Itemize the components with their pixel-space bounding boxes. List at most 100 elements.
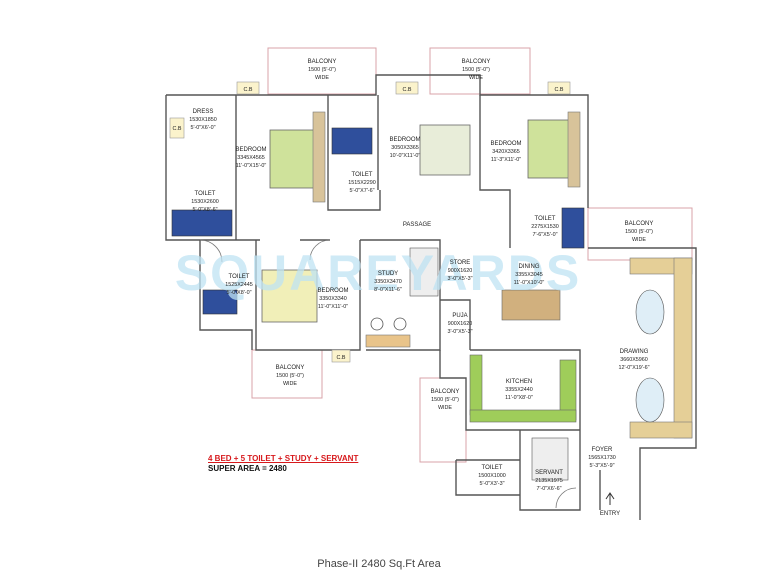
svg-text:900X1620: 900X1620: [448, 268, 473, 274]
furniture: [169, 81, 693, 509]
svg-text:3350X3470: 3350X3470: [374, 279, 402, 285]
svg-text:BALCONY: BALCONY: [276, 365, 305, 371]
svg-text:8'-0"X11'-6": 8'-0"X11'-6": [374, 287, 402, 293]
svg-text:1500 (5'-0"): 1500 (5'-0"): [431, 397, 459, 403]
svg-text:1530X2600: 1530X2600: [191, 199, 219, 205]
cb-label: C.B: [555, 87, 564, 93]
balcony-4-label: BALCONY 1500 (5'-0") WIDE: [276, 365, 305, 387]
svg-text:KITCHEN: KITCHEN: [506, 379, 532, 385]
balcony-5-label: BALCONY 1500 (5'-0") WIDE: [431, 389, 460, 411]
wall-lines: [165, 74, 697, 520]
svg-text:7'-6"X5'-0": 7'-6"X5'-0": [532, 232, 557, 238]
svg-text:WIDE: WIDE: [632, 237, 646, 243]
svg-text:PASSAGE: PASSAGE: [403, 222, 431, 228]
svg-text:12'-0"X19'-6": 12'-0"X19'-6": [618, 365, 649, 371]
toilet-5-label: TOILET 1500X1000 5'-0"X3'-3": [478, 465, 506, 487]
svg-text:3050X3365: 3050X3365: [391, 145, 419, 151]
svg-text:TOILET: TOILET: [352, 172, 373, 178]
dress-label: DRESS 1530X1850 5'-0"X6'-0": [189, 109, 217, 131]
svg-text:BALCONY: BALCONY: [462, 59, 491, 65]
svg-text:11'-0"X10'-0": 11'-0"X10'-0": [514, 280, 545, 286]
svg-text:1530X1850: 1530X1850: [189, 117, 217, 123]
svg-text:5'-0"X8'-6": 5'-0"X8'-6": [192, 207, 217, 213]
svg-text:BEDROOM: BEDROOM: [490, 141, 521, 147]
svg-text:5'-0"X7'-6": 5'-0"X7'-6": [349, 188, 374, 194]
svg-text:3660X5960: 3660X5960: [620, 357, 648, 363]
svg-text:DRAWING: DRAWING: [620, 349, 649, 355]
svg-text:11'-0"X15'-0": 11'-0"X15'-0": [236, 163, 267, 169]
cb-label: C.B: [173, 126, 182, 132]
svg-text:TOILET: TOILET: [195, 191, 216, 197]
svg-text:5'-0"X6'-0": 5'-0"X6'-0": [190, 125, 215, 131]
study-label: STUDY 3350X3470 8'-0"X11'-6": [374, 271, 402, 293]
svg-text:3345X4565: 3345X4565: [237, 155, 265, 161]
image-caption: Phase-II 2480 Sq.Ft Area: [317, 558, 441, 570]
svg-text:3355X3045: 3355X3045: [515, 272, 543, 278]
svg-text:2135X1975: 2135X1975: [535, 478, 563, 484]
svg-text:1525X2445: 1525X2445: [225, 282, 253, 288]
cb-label: C.B: [244, 87, 253, 93]
toilet-1-label: TOILET 1530X2600 5'-0"X8'-6": [191, 191, 219, 213]
kitchen-label: KITCHEN 3355X2440 11'-0"X8'-0": [505, 379, 533, 401]
super-area: SUPER AREA = 2480: [208, 464, 287, 473]
svg-text:3'-0"X5'-3": 3'-0"X5'-3": [447, 276, 472, 282]
svg-text:BALCONY: BALCONY: [308, 59, 337, 65]
svg-text:1565X1730: 1565X1730: [588, 455, 616, 461]
svg-text:11'-3"X11'-0": 11'-3"X11'-0": [491, 157, 521, 163]
puja-label: PUJA 900X1620 3'-0"X5'-3": [447, 313, 472, 335]
bedroom-3-label: BEDROOM 3420X3365 11'-3"X11'-0": [490, 141, 521, 163]
drawing-label: DRAWING 3660X5960 12'-0"X19'-6": [618, 349, 649, 371]
svg-text:SERVANT: SERVANT: [535, 470, 563, 476]
svg-text:3420X3365: 3420X3365: [492, 149, 520, 155]
svg-text:3'-0"X5'-3": 3'-0"X5'-3": [447, 329, 472, 335]
balcony-1-label: BALCONY 1500 (5'-0") WIDE: [308, 59, 337, 81]
svg-text:1515X2290: 1515X2290: [348, 180, 376, 186]
svg-text:WIDE: WIDE: [283, 381, 297, 387]
svg-text:DRESS: DRESS: [193, 109, 214, 115]
svg-text:BEDROOM: BEDROOM: [389, 137, 420, 143]
svg-text:BEDROOM: BEDROOM: [235, 147, 266, 153]
svg-text:7'-0"X6'-6": 7'-0"X6'-6": [536, 486, 561, 492]
svg-text:1500 (5'-0"): 1500 (5'-0"): [308, 67, 336, 73]
svg-text:3355X2440: 3355X2440: [505, 387, 533, 393]
dining-label: DINING 3355X3045 11'-0"X10'-0": [514, 264, 545, 286]
cb-label: C.B: [337, 355, 346, 361]
svg-text:WIDE: WIDE: [315, 75, 329, 81]
svg-text:BALCONY: BALCONY: [625, 221, 654, 227]
servant-label: SERVANT 2135X1975 7'-0"X6'-6": [535, 470, 563, 492]
balcony-3-label: BALCONY 1500 (5'-0") WIDE: [625, 221, 654, 243]
svg-text:1500 (5'-0"): 1500 (5'-0"): [276, 373, 304, 379]
unit-configuration: 4 BED + 5 TOILET + STUDY + SERVANT: [208, 454, 359, 463]
svg-text:2275X1530: 2275X1530: [531, 224, 559, 230]
store-label: STORE 900X1620 3'-0"X5'-3": [447, 260, 472, 282]
svg-text:1500 (5'-0"): 1500 (5'-0"): [462, 67, 490, 73]
svg-text:11'-0"X11'-0": 11'-0"X11'-0": [318, 304, 348, 310]
unit-summary: 4 BED + 5 TOILET + STUDY + SERVANT SUPER…: [208, 454, 358, 474]
svg-text:1500X1000: 1500X1000: [478, 473, 506, 479]
foyer-label: FOYER 1565X1730 5'-3"X5'-9": [588, 447, 616, 469]
svg-text:3350X3340: 3350X3340: [319, 296, 347, 302]
svg-text:BALCONY: BALCONY: [431, 389, 460, 395]
svg-text:10'-0"X11'-0": 10'-0"X11'-0": [390, 153, 421, 159]
svg-text:STUDY: STUDY: [378, 271, 398, 277]
svg-text:900X1620: 900X1620: [448, 321, 473, 327]
svg-text:WIDE: WIDE: [469, 75, 483, 81]
svg-text:5'-0"X8'-0": 5'-0"X8'-0": [226, 290, 251, 296]
svg-text:5'-3"X5'-9": 5'-3"X5'-9": [589, 463, 614, 469]
svg-text:TOILET: TOILET: [535, 216, 556, 222]
svg-text:11'-0"X8'-0": 11'-0"X8'-0": [505, 395, 533, 401]
watermark: SQUAREYARDS: [175, 245, 581, 301]
svg-text:WIDE: WIDE: [438, 405, 452, 411]
svg-text:TOILET: TOILET: [482, 465, 503, 471]
svg-text:FOYER: FOYER: [592, 447, 613, 453]
cb-label: C.B: [403, 87, 412, 93]
passage-label: PASSAGE: [403, 222, 431, 228]
svg-text:BEDROOM: BEDROOM: [317, 288, 348, 294]
svg-text:1500 (5'-0"): 1500 (5'-0"): [625, 229, 653, 235]
toilet-3-label: TOILET 2275X1530 7'-6"X5'-0": [531, 216, 559, 238]
bedroom-4-label: BEDROOM 3350X3340 11'-0"X11'-0": [317, 288, 348, 310]
svg-text:DINING: DINING: [519, 264, 540, 270]
toilet-2-label: TOILET 1515X2290 5'-0"X7'-6": [348, 172, 376, 194]
svg-text:5'-0"X3'-3": 5'-0"X3'-3": [479, 481, 504, 487]
